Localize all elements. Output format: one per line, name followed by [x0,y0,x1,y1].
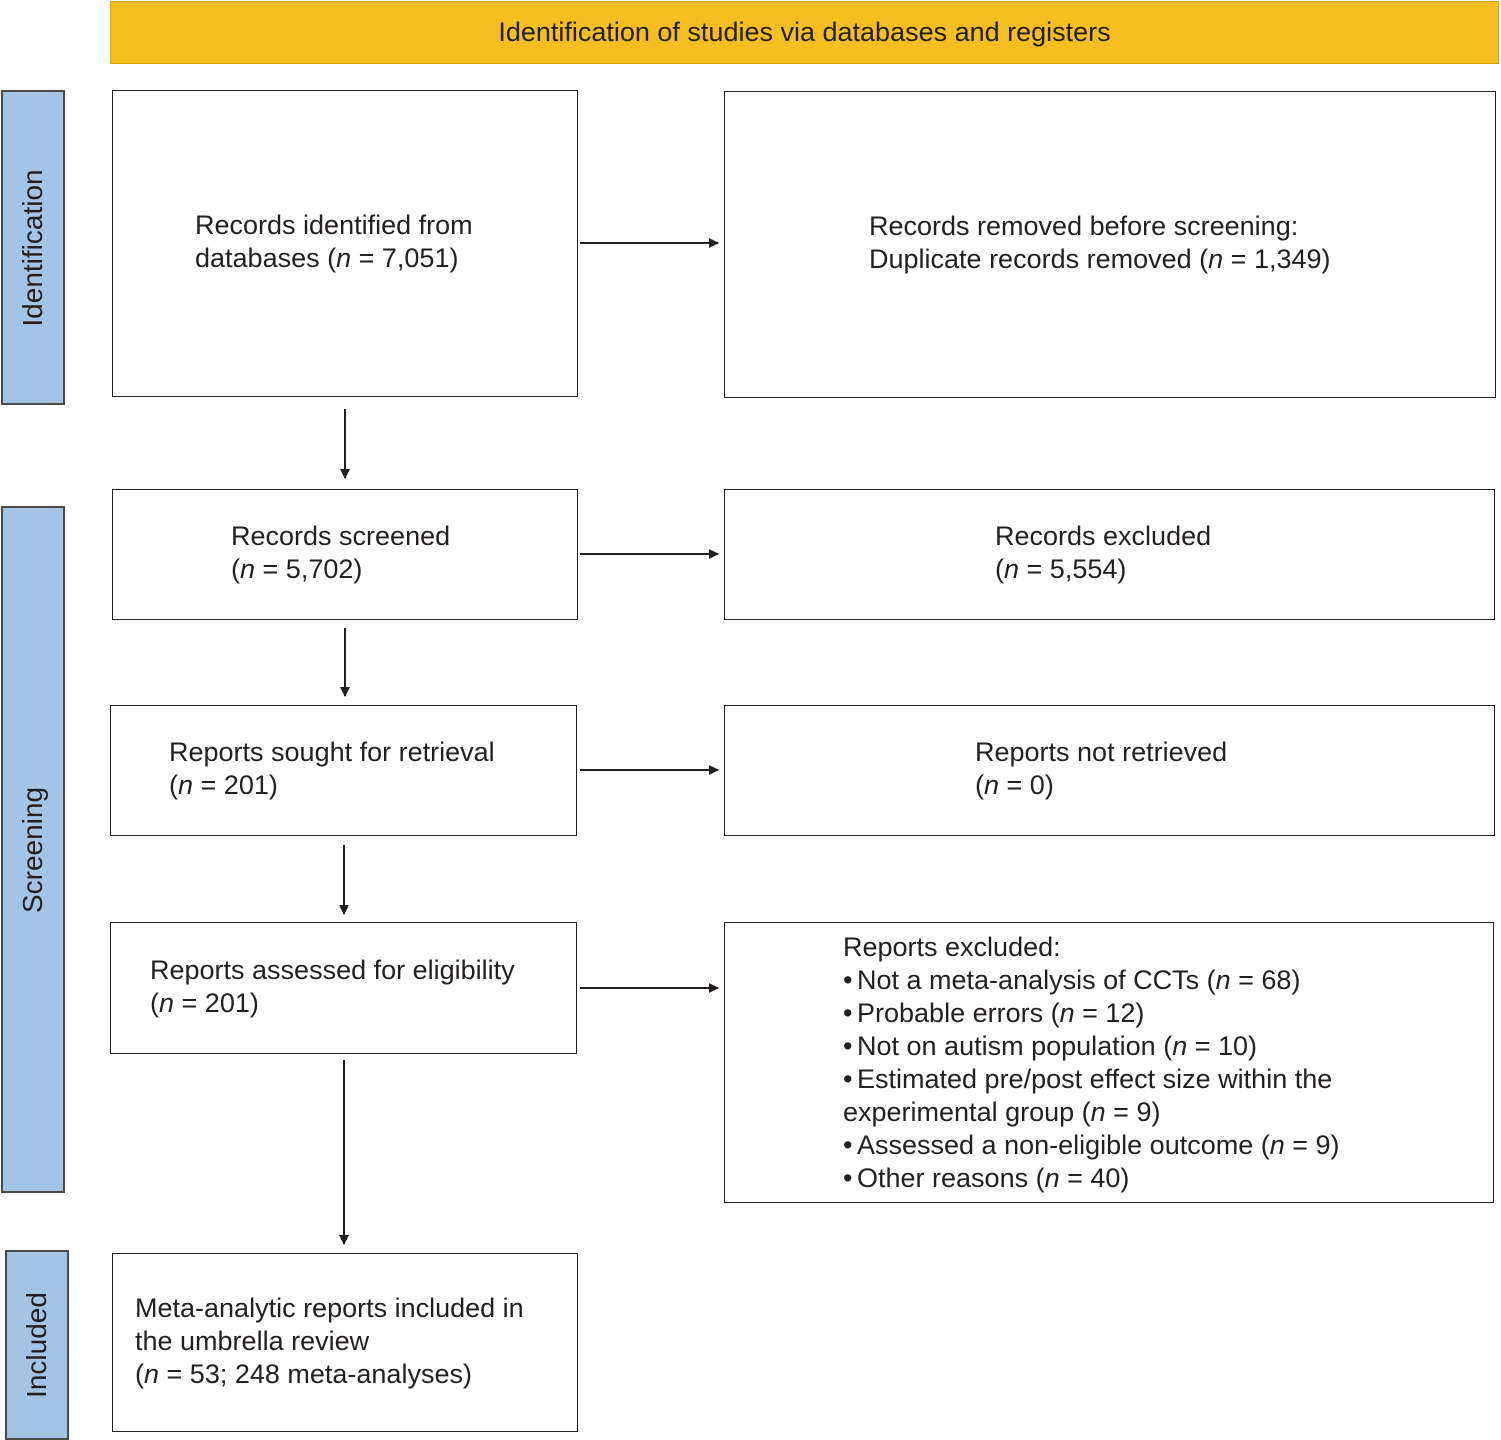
records-removed-line2: Duplicate records removed (n = 1,349) [869,244,1331,274]
reports-not-retrieved-line2: (n = 0) [975,770,1054,800]
exclusion-reason-continued: experimental group (n = 9) [843,1097,1161,1127]
reports-excluded-box: Reports excluded: •Not a meta-analysis o… [724,922,1494,1203]
records-screened-line1: Records screened [231,521,451,551]
reports-sought-box: Reports sought for retrieval (n = 201) [110,705,577,836]
identification-banner: Identification of studies via databases … [110,1,1499,64]
reports-sought-line1: Reports sought for retrieval [169,737,495,767]
reports-not-retrieved-box: Reports not retrieved (n = 0) [724,705,1495,836]
stage-identification: Identification [1,90,65,405]
banner-title: Identification of studies via databases … [498,17,1111,47]
included-line1: Meta-analytic reports included in [135,1293,524,1323]
stage-screening: Screening [1,506,65,1193]
reports-excluded-heading: Reports excluded: [843,932,1061,962]
exclusion-reason: •Probable errors (n = 12) [843,998,1145,1028]
records-screened-line2: (n = 5,702) [231,554,363,584]
records-excluded-box: Records excluded (n = 5,554) [724,489,1495,620]
reports-assessed-line2: (n = 201) [150,988,259,1018]
reports-assessed-line1: Reports assessed for eligibility [150,955,515,985]
records-identified-box: Records identified from databases (n = 7… [112,90,578,397]
reports-assessed-box: Reports assessed for eligibility (n = 20… [110,922,577,1054]
exclusion-reason: •Not a meta-analysis of CCTs (n = 68) [843,965,1301,995]
records-removed-box: Records removed before screening: Duplic… [724,91,1496,398]
included-reports-box: Meta-analytic reports included in the um… [112,1253,578,1432]
reports-not-retrieved-line1: Reports not retrieved [975,737,1228,767]
records-excluded-line1: Records excluded [995,521,1212,551]
exclusion-reason: •Assessed a non-eligible outcome (n = 9) [843,1130,1340,1160]
stage-included: Included [5,1250,69,1440]
exclusion-reason: •Other reasons (n = 40) [843,1163,1130,1193]
records-excluded-line2: (n = 5,554) [995,554,1127,584]
records-screened-box: Records screened (n = 5,702) [112,489,578,620]
exclusion-reason: •Estimated pre/post effect size within t… [843,1064,1333,1094]
records-identified-line2: databases (n = 7,051) [195,243,459,273]
records-removed-line1: Records removed before screening: [869,211,1299,241]
included-line3: (n = 53; 248 meta-analyses) [135,1359,472,1389]
exclusion-reason: •Not on autism population (n = 10) [843,1031,1258,1061]
included-line2: the umbrella review [135,1326,370,1356]
records-identified-line1: Records identified from [195,210,473,240]
reports-sought-line2: (n = 201) [169,770,278,800]
